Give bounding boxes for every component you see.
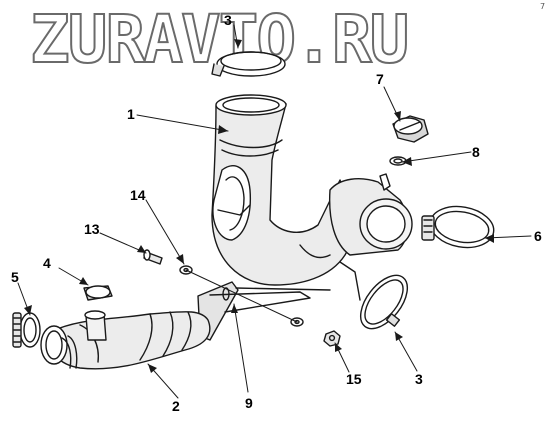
- callout-13: 13: [84, 221, 100, 237]
- callout-2: 2: [172, 398, 180, 414]
- part-4-clip: [83, 285, 113, 301]
- callout-3-top: 3: [224, 12, 232, 28]
- callout-1: 1: [127, 106, 135, 122]
- callout-6: 6: [534, 228, 542, 244]
- callout-14: 14: [130, 187, 146, 203]
- callout-7: 7: [376, 71, 384, 87]
- callout-4: 4: [43, 255, 51, 271]
- arrowheads: [24, 39, 494, 373]
- part-2-lower-duct: [40, 310, 211, 370]
- part-3-band-clamp-right: [359, 274, 409, 330]
- callout-8: 8: [472, 144, 480, 160]
- callout-9: 9: [245, 395, 253, 411]
- part-15-nut: [323, 330, 341, 347]
- part-5-clamp-left: [12, 312, 41, 348]
- part-1-intake-elbow: [211, 94, 359, 286]
- part-13-bolt: [143, 249, 163, 265]
- outlet-elbow: [328, 173, 413, 256]
- part-3-band-clamp-top: [211, 51, 286, 77]
- part-8-oring: [389, 156, 407, 166]
- part-7-cap: [392, 115, 429, 143]
- callout-5: 5: [11, 269, 19, 285]
- callout-15: 15: [346, 371, 362, 387]
- callout-3-right: 3: [415, 371, 423, 387]
- corner-mark: 7: [540, 2, 546, 11]
- part-6-clamp: [421, 205, 495, 249]
